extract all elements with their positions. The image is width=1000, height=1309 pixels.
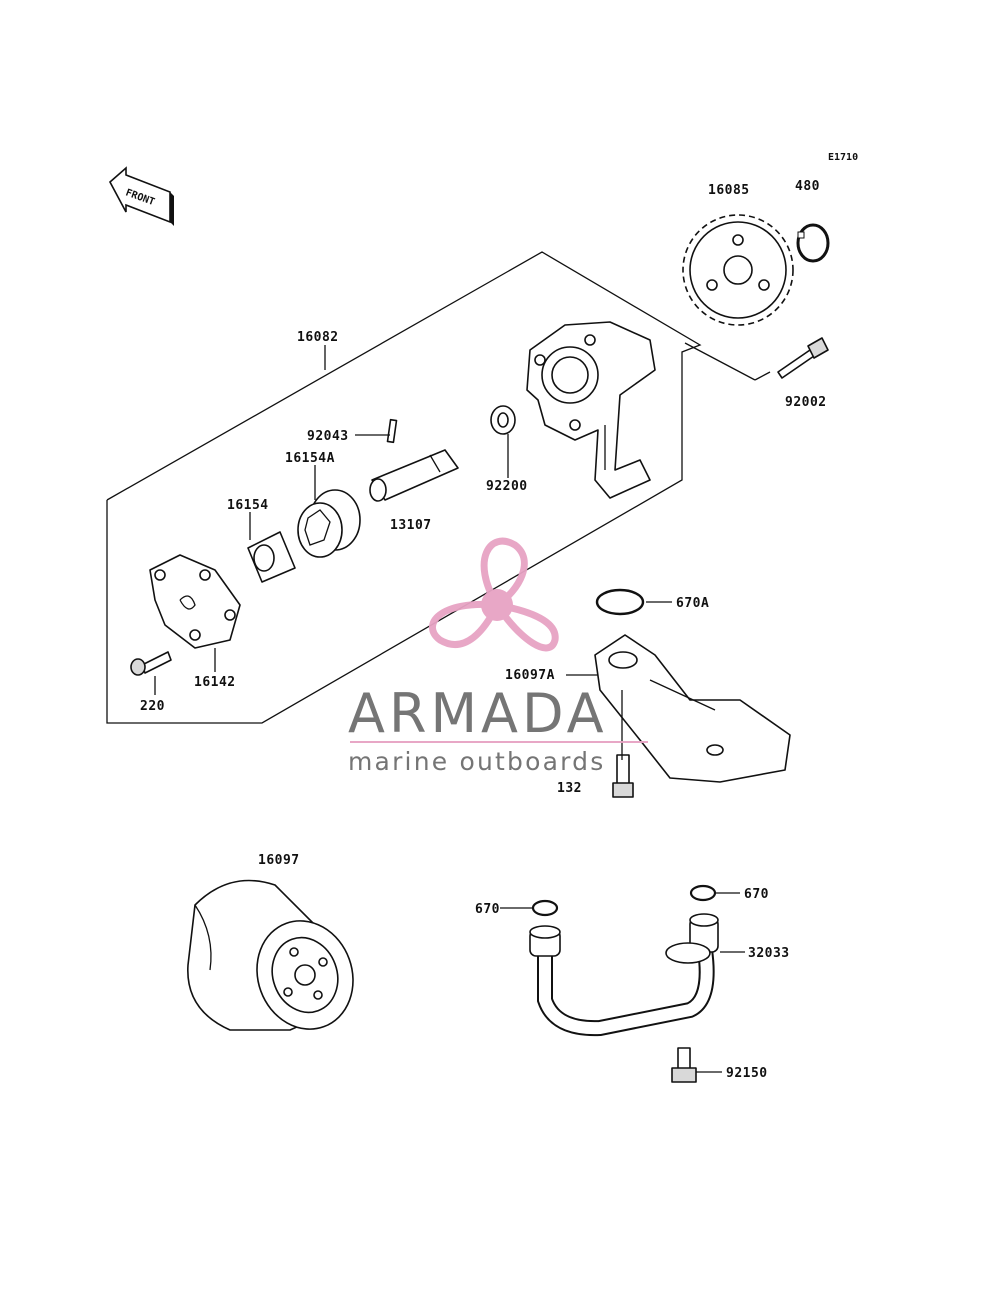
label-16097A: 16097A (505, 668, 555, 683)
circlip-icon (796, 223, 830, 263)
screw-icon (130, 651, 172, 676)
propeller-logo-icon (429, 537, 559, 652)
watermark-tagline: marine outboards (348, 747, 605, 776)
oil-pipe-icon (529, 913, 719, 1037)
pin-icon (386, 418, 398, 444)
sprocket-gear-icon (682, 214, 794, 326)
front-arrow-icon: FRONT (108, 166, 174, 226)
oil-strainer-icon (594, 634, 791, 783)
label-92043: 92043 (307, 429, 349, 444)
label-670A: 670A (676, 596, 709, 611)
pump-cover-icon (149, 554, 241, 649)
strainer-bolt-icon (612, 754, 634, 798)
label-670-left: 670 (475, 902, 500, 917)
pump-body-icon (526, 321, 656, 499)
label-132: 132 (557, 781, 582, 796)
label-16082: 16082 (297, 330, 339, 345)
label-220: 220 (140, 699, 165, 714)
washer-icon (490, 405, 516, 435)
label-16154: 16154 (227, 498, 269, 513)
o-ring-left-icon (531, 899, 559, 917)
assembly-outline (106, 251, 702, 724)
label-16097: 16097 (258, 853, 300, 868)
label-92002: 92002 (785, 395, 827, 410)
o-ring-right-icon (689, 884, 717, 902)
label-480: 480 (795, 179, 820, 194)
label-32033: 32033 (748, 946, 790, 961)
label-13107: 13107 (390, 518, 432, 533)
outer-rotor-icon (297, 489, 361, 558)
shaft-icon (369, 449, 459, 502)
bolt-icon (777, 337, 829, 379)
label-16154A: 16154A (285, 451, 335, 466)
label-92200: 92200 (486, 479, 528, 494)
watermark: ARMADA marine outboards (348, 537, 648, 776)
inner-rotor-icon (247, 531, 296, 583)
label-670-right: 670 (744, 887, 769, 902)
label-92150: 92150 (726, 1066, 768, 1081)
watermark-brand: ARMADA (348, 682, 608, 745)
diagram-code: E1710 (828, 152, 858, 163)
pipe-bolt-icon (671, 1047, 697, 1083)
oil-filter-icon (187, 879, 354, 1031)
leader-lines (154, 345, 745, 1073)
o-ring-icon (595, 588, 645, 616)
label-16142: 16142 (194, 675, 236, 690)
label-16085: 16085 (708, 183, 750, 198)
